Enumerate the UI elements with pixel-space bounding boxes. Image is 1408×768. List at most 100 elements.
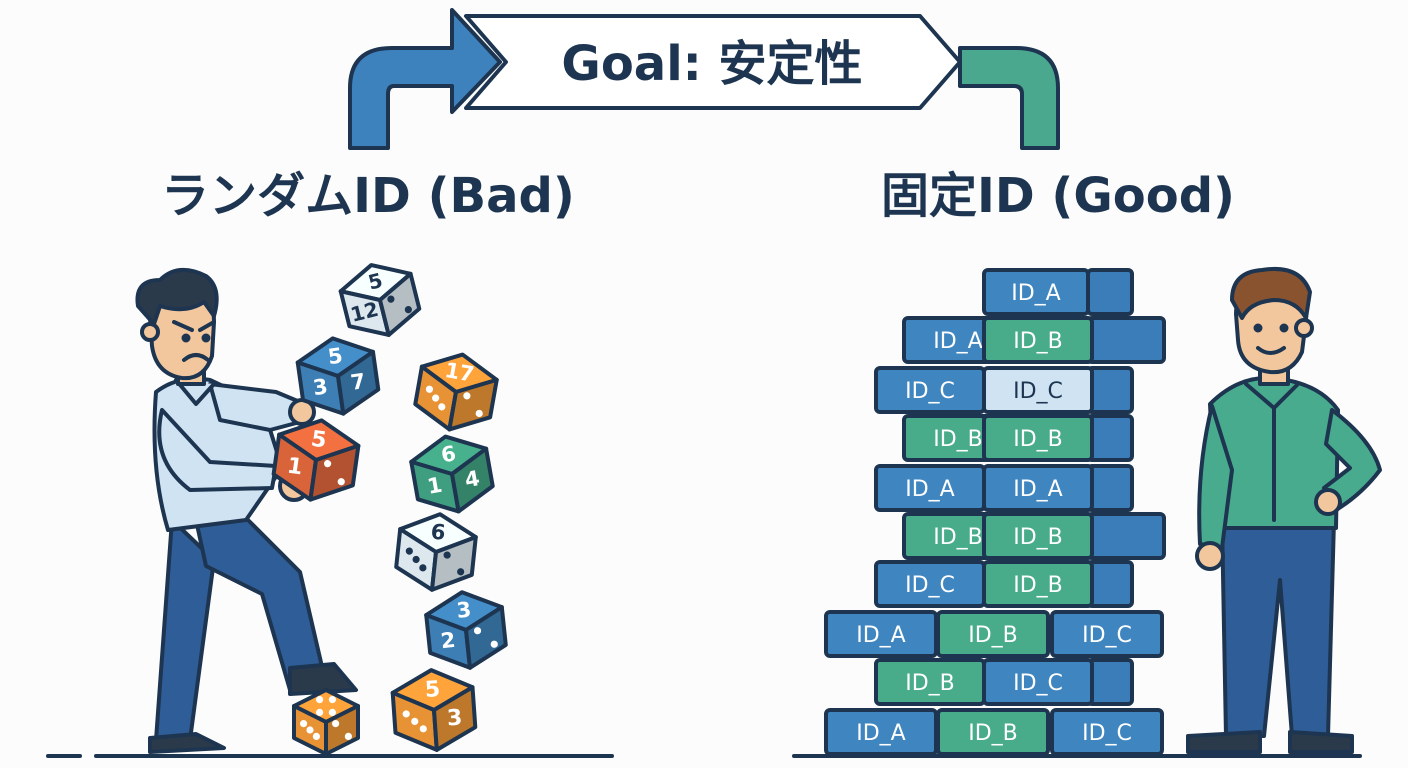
id-block-body [982,414,1094,462]
goal-banner [464,14,962,110]
id-block-label: ID_B [933,525,983,550]
id-block: ID_B [874,658,986,706]
id-block: ID_C [1050,708,1164,756]
tower-block-end [1086,366,1134,414]
die-number: 5 [326,343,344,369]
die-right-face [308,443,361,502]
die-pip [438,403,446,411]
id-block-body [936,610,1050,658]
id-block: ID_A [874,464,986,512]
id-block: ID_A [982,464,1094,512]
die-pips [405,547,427,572]
goal-banner-text: Goal: 安定性 [561,36,862,92]
person-arm [157,408,278,492]
die-pips [402,710,427,733]
id-block-body [982,512,1094,560]
person-hair [135,268,219,326]
id-block-label: ID_C [905,573,955,598]
tower-block-end [1086,464,1134,512]
left-panel-title: ランダムID (Bad) [161,168,575,224]
die-number: 2 [439,628,456,653]
die-pip [419,564,427,572]
die-right-face [464,605,508,670]
id-block-label: ID_C [1013,379,1063,404]
id-block-label: ID_B [1013,427,1063,452]
die-number: 6 [439,441,458,467]
id-block: ID_C [982,366,1094,414]
die-pips [332,720,352,740]
die-right-face [432,685,478,752]
person-eye [201,333,211,343]
die-number: 6 [430,519,447,544]
right-panel-title: 固定ID (Good) [881,168,1235,224]
die-pip [328,708,336,716]
die-right-face [430,535,478,592]
person-pants [1220,518,1336,738]
person-hair [1230,267,1312,320]
die-right-face [450,446,495,514]
id-block: ID_C [982,658,1094,706]
person-hand [1195,541,1225,571]
die-number: 3 [446,705,463,731]
person-eye [1279,323,1289,333]
die-pips [324,460,345,486]
person-shoe [148,732,226,754]
id-block-body [982,464,1094,512]
die-pip [316,708,324,716]
id-block-label: ID_B [968,721,1018,746]
die-pip [344,732,352,740]
die [292,688,360,756]
id-block-label: ID_C [1013,671,1063,696]
person-smile [1256,346,1286,355]
die-pip [402,710,410,718]
tower-block-end [1086,268,1134,316]
id-block: ID_B [936,610,1050,658]
die-right-face [324,704,360,756]
die-pips [473,627,498,648]
die-pip [419,725,427,733]
id-block-label: ID_B [1013,525,1063,550]
die-pip [387,295,395,303]
person-ear [1294,318,1314,338]
tower-block-end [1086,658,1134,706]
person-eye [181,333,191,343]
die: 51 [271,418,361,502]
id-block-label: ID_C [1082,721,1132,746]
person-brow [172,320,194,332]
die-number: 5 [366,268,385,295]
goal-arrow-left-shaft [348,8,502,150]
die-number: 7 [349,369,367,395]
die-pips [316,696,336,716]
die-pip [425,385,434,393]
tower-block-end [1086,414,1134,462]
frustrated-person [135,268,358,754]
id-block: ID_B [982,414,1094,462]
person-shoe [1186,730,1262,754]
die-pips [443,551,465,576]
id-block-body [1050,708,1164,756]
person-shoe [288,662,358,696]
die: 32 [424,590,508,670]
id-block-label: ID_A [933,329,982,354]
die-pip [475,409,483,418]
id-block-body [1050,610,1164,658]
id-block-label: ID_B [1013,573,1063,598]
id-block-label: ID_B [1013,329,1063,354]
die-number: 4 [463,466,482,492]
die-pips [463,392,483,418]
person-hand [1314,488,1342,516]
die: 53 [390,668,478,752]
die-pip [324,460,332,468]
id-block: ID_B [982,316,1094,364]
die-pip [306,726,314,734]
id-block: ID_C [1050,610,1164,658]
die-pip [463,392,471,400]
die-right-face [447,377,499,432]
id-block: ID_C [874,560,986,608]
id-block: ID_C [874,366,986,414]
tower-block-end [1086,316,1166,364]
person-eye [1253,323,1263,333]
id-block: ID_A [982,268,1090,316]
